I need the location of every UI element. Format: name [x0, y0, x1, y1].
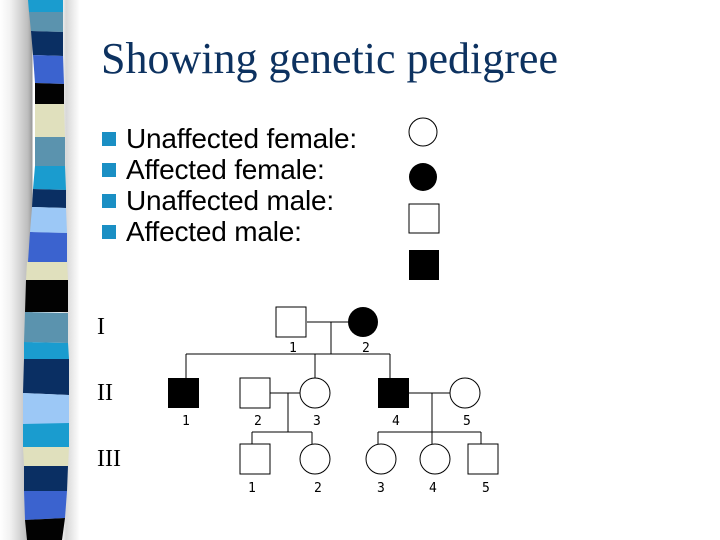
open-circle-icon [408, 117, 438, 147]
open-square-icon [408, 203, 440, 234]
filled-circle-icon [409, 163, 437, 191]
stripe-band [35, 104, 65, 137]
stripe-band [32, 189, 66, 208]
generation-label-i: I [97, 314, 105, 340]
decorative-stripe [23, 0, 69, 540]
legend-item-unaffected-female: Unaffected female: [102, 116, 357, 162]
bullet-square-icon [102, 163, 116, 177]
individual-iii-1-unaffected-male [239, 443, 271, 475]
legend-label: Unaffected female: [126, 123, 357, 154]
individual-ii-5-unaffected-female [449, 377, 481, 409]
legend-label: Unaffected male: [126, 185, 334, 216]
generation-label-iii: III [97, 446, 121, 472]
individual-iii-3-unaffected-female [365, 443, 397, 475]
stripe-band [28, 0, 63, 12]
individual-number: 1 [289, 341, 297, 356]
pedigree-lines [185, 321, 482, 444]
stripe-band [25, 280, 68, 312]
stripe-band [31, 31, 63, 56]
legend-label: Affected male: [126, 216, 302, 247]
stripe-band [24, 466, 68, 491]
individual-number: 5 [482, 481, 490, 496]
legend-list: Unaffected female: Affected female: Unaf… [102, 116, 357, 255]
stripe-band [23, 359, 69, 395]
stripe-band [25, 518, 65, 540]
bullet-square-icon [102, 225, 116, 239]
individual-number: 2 [362, 341, 370, 356]
generation-label-ii: II [97, 380, 113, 406]
individual-ii-2-unaffected-male [239, 377, 271, 409]
stripe-band [23, 423, 69, 447]
individual-number: 4 [429, 481, 437, 496]
stripe-band [35, 83, 64, 104]
stripe-band [23, 447, 69, 466]
bullet-square-icon [102, 132, 116, 146]
stripe-band [24, 312, 68, 343]
individual-number: 2 [314, 481, 322, 496]
individual-number: 3 [313, 414, 321, 429]
legend-item-affected-male: Affected male: [102, 209, 357, 255]
legend-label: Affected female: [126, 154, 325, 185]
individual-iii-4-unaffected-female [419, 443, 451, 475]
individual-iii-5-unaffected-male [467, 443, 499, 475]
filled-square-icon [409, 250, 439, 280]
slide-title: Showing genetic pedigree [101, 34, 558, 83]
individual-number: 5 [463, 414, 471, 429]
stripe-band [26, 262, 68, 280]
individual-number: 2 [254, 414, 262, 429]
individual-ii-3-unaffected-female [299, 377, 331, 409]
individual-ii-1-affected-male [168, 378, 199, 408]
stripe-band [35, 137, 65, 166]
individual-number: 1 [248, 481, 256, 496]
stripe-band [30, 207, 67, 233]
individual-iii-2-unaffected-female [299, 443, 331, 475]
stripe-band [33, 55, 64, 84]
individual-i-2-affected-female [348, 307, 378, 337]
legend-item-unaffected-male: Unaffected male: [102, 178, 357, 224]
stripe-band [24, 491, 67, 520]
stripe-band [28, 232, 67, 262]
individual-ii-4-affected-male [378, 378, 409, 408]
individual-number: 4 [392, 414, 400, 429]
stripe-band [33, 166, 66, 190]
bullet-square-icon [102, 194, 116, 208]
stripe-band [23, 393, 69, 425]
individual-number: 3 [377, 481, 385, 496]
legend-item-affected-female: Affected female: [102, 147, 357, 193]
stripe-band [29, 12, 63, 32]
stripe-band [24, 342, 69, 359]
individual-i-1-unaffected-male [275, 306, 307, 338]
individual-number: 1 [182, 414, 190, 429]
